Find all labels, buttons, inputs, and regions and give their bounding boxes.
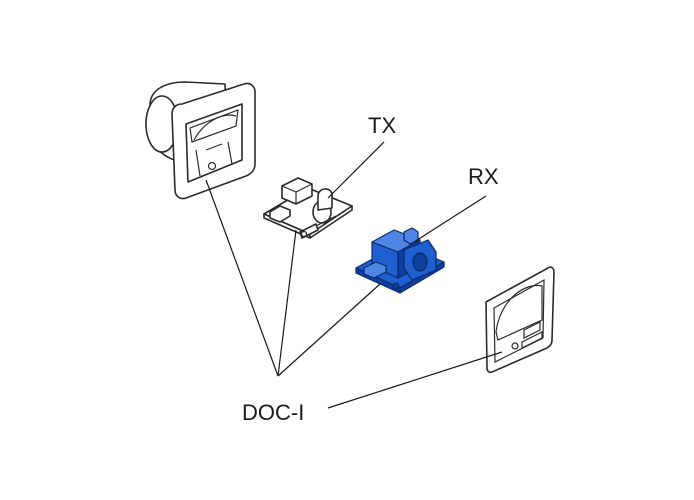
front-cover-plate[interactable] xyxy=(485,266,555,374)
tx-circuit-board[interactable] xyxy=(263,177,353,239)
rx-circuit-board[interactable] xyxy=(355,227,445,294)
photocell-housing[interactable] xyxy=(145,81,256,200)
label-tx: TX xyxy=(368,113,396,138)
label-doc-i: DOC-I xyxy=(242,400,304,425)
label-rx: RX xyxy=(468,164,499,189)
leader-lines xyxy=(205,141,503,409)
